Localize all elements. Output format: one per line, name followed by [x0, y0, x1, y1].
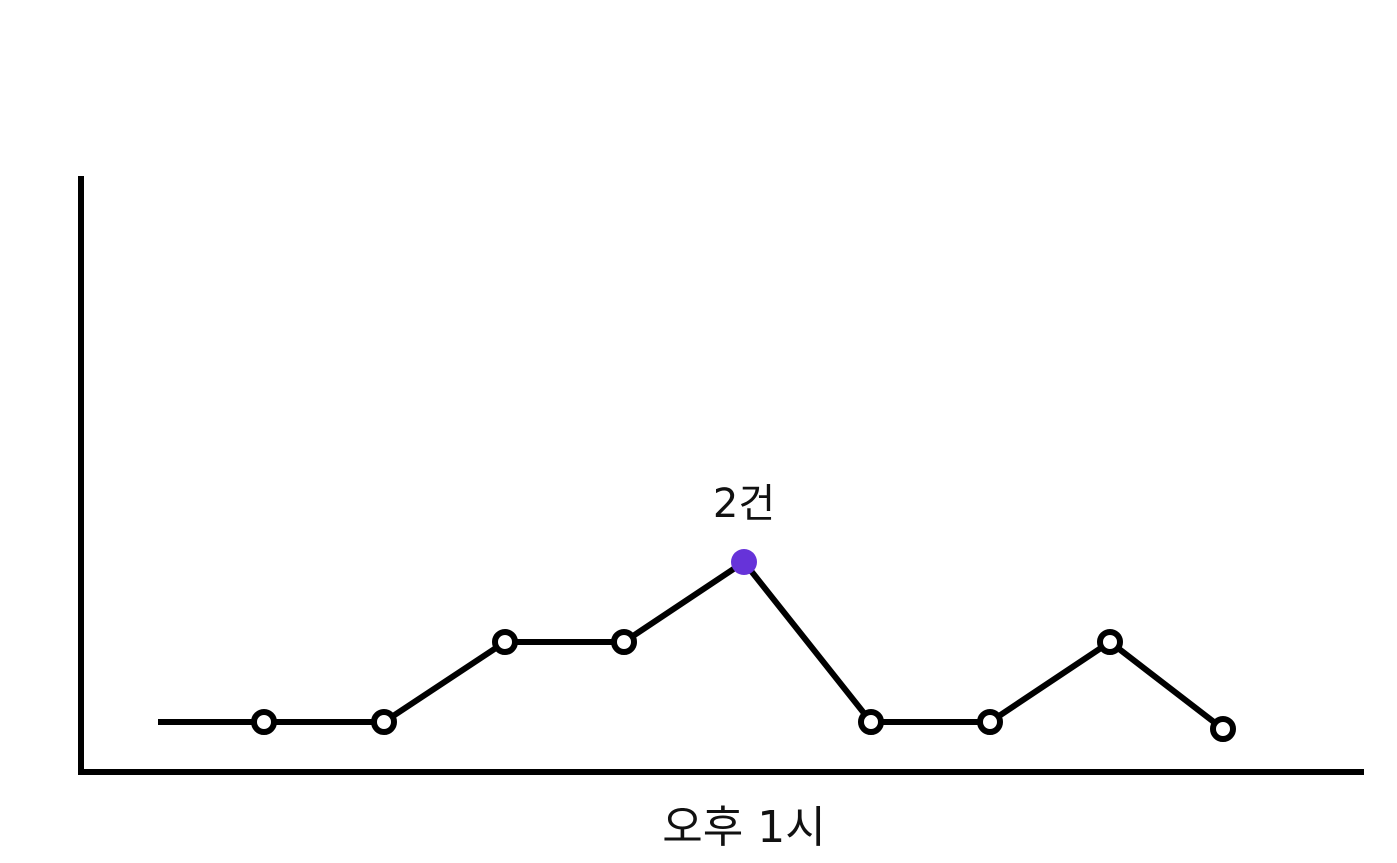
data-point — [492, 629, 518, 655]
data-point — [858, 709, 884, 735]
series-layer — [158, 549, 1236, 742]
data-point — [1097, 629, 1123, 655]
highlight-value-label: 2건 — [713, 481, 775, 527]
data-point — [611, 629, 637, 655]
x-tick-label: 오후 1시 — [662, 802, 825, 853]
data-point — [371, 709, 397, 735]
series-line — [158, 557, 1225, 732]
highlighted-data-point — [731, 549, 757, 575]
data-point — [1210, 716, 1236, 742]
data-point — [977, 709, 1003, 735]
data-point — [251, 709, 277, 735]
